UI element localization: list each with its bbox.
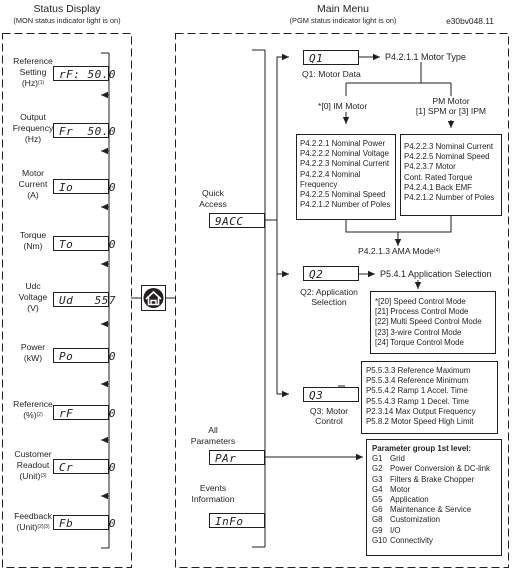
status-display-reference-setting[interactable]: rF: 50.0 <box>53 66 115 81</box>
pm-motor-box: P4.2.2.3 Nominal Current P4.2.2.5 Nomina… <box>400 134 502 216</box>
q2-application-param: P5.4.1 Application Selection <box>380 269 492 279</box>
status-display-output-frequency[interactable]: Fr 50.0 <box>53 123 115 138</box>
pm-to-ama <box>398 216 452 233</box>
figure-id: e30bv048.11 <box>446 16 494 26</box>
quick-access-display[interactable]: 9ACC <box>209 213 265 228</box>
status-chain-line <box>101 52 110 549</box>
main-menu-panel <box>175 33 509 568</box>
ama-mode: P4.2.1.3 AMA Mode(4) <box>358 246 441 256</box>
im-motor-title: *[0] IM Motor <box>318 101 368 111</box>
q3-param: P5.5.3.4 Reference Minimum <box>366 376 469 386</box>
pm-item: P4.2.1.2 Number of Poles <box>404 193 495 203</box>
status-display-feedback[interactable]: Fb 0 <box>53 515 115 530</box>
qa-branch-line <box>276 56 288 395</box>
q3-param: P5.5.3.3 Reference Maximum <box>366 366 471 375</box>
q1-motor-type-param: P4.2.1.1 Motor Type <box>385 52 466 62</box>
im-item: P4.2.1.2 Number of Poles <box>300 200 391 210</box>
q2-options-box: *[20] Speed Control Mode [21] Process Co… <box>370 291 496 354</box>
q3-param: P5.5.4.3 Ramp 1 Decel. Time <box>366 396 470 406</box>
im-to-ama <box>345 220 402 246</box>
pm-item: P4.2.3.7 Motor Cont. Rated Torque <box>404 162 473 182</box>
status-label-feedback: Feedback(Unit)(2)(3) <box>14 511 52 532</box>
q3-param: P5.5.4.2 Ramp 1 Accel. Time <box>366 386 468 396</box>
q2-option: [22] Multi Speed Control Mode <box>375 317 482 327</box>
main-menu-subtitle: (PGM status indicator light is on) <box>289 16 397 25</box>
pm-item: P4.2.2.5 Nominal Speed <box>404 152 490 162</box>
status-display-udc-voltage[interactable]: Ud 557 <box>53 292 115 307</box>
main-menu-title: Main Menu <box>317 3 369 15</box>
q2-option: *[20] Speed Control Mode <box>375 297 466 306</box>
q2-option: [23] 3-wire Control Mode <box>375 327 462 337</box>
status-display-motor-current[interactable]: Io 0 <box>53 179 115 194</box>
q1-display[interactable]: Q1 <box>303 50 359 65</box>
im-item: P4.2.2.5 Nominal Speed <box>300 190 386 200</box>
q3-display[interactable]: Q3 <box>303 387 359 402</box>
status-display-customer-readout[interactable]: Cr 0 <box>53 459 115 474</box>
q2-option: [21] Process Control Mode <box>375 307 469 317</box>
im-item: P4.2.2.3 Nominal Current <box>300 159 390 169</box>
q2-display[interactable]: Q2 <box>303 266 359 281</box>
im-item: P4.2.2.1 Nominal Power <box>300 139 386 148</box>
status-label-reference-percent: Reference(%)(2) <box>13 399 53 420</box>
im-item: P4.2.2.2 Nominal Voltage <box>300 149 390 159</box>
im-item: P4.2.2.4 Nominal Frequency <box>300 169 361 189</box>
home-icon[interactable] <box>141 285 166 311</box>
status-display-power[interactable]: Po 0 <box>53 348 115 363</box>
q2-option: [24] Torque Control Mode <box>375 337 464 347</box>
q3-param: P2.3.14 Max Output Frequency <box>366 406 476 416</box>
status-display-torque[interactable]: To 0 <box>53 236 115 251</box>
status-display-panel <box>2 33 132 568</box>
parameter-groups-title: Parameter group 1st level: <box>372 444 472 453</box>
menu-chain-line <box>252 49 266 548</box>
q3-params-box: P5.5.3.3 Reference Maximum P5.5.3.4 Refe… <box>361 361 498 434</box>
q3-param: P5.8.2 Motor Speed High Limit <box>366 417 474 427</box>
pm-item: P4.2.2.3 Nominal Current <box>404 142 494 151</box>
status-label-torque: Torque(Nm) <box>19 230 47 251</box>
q1-label: Q1: Motor Data <box>302 69 361 79</box>
all-parameters-display[interactable]: PAr <box>209 450 265 465</box>
status-label-power: Power(kW) <box>20 342 46 363</box>
pm-motor-title: PM Motor[1] SPM or [3] IPM <box>415 96 487 116</box>
im-motor-box: P4.2.2.1 Nominal Power P4.2.2.2 Nominal … <box>296 134 396 220</box>
motor-split <box>345 62 452 96</box>
pm-item: P4.2.4.1 Back EMF <box>404 182 472 192</box>
status-display-reference-percent[interactable]: rF 0 <box>53 405 115 420</box>
status-display-title: Status Display <box>33 3 101 15</box>
events-information-display[interactable]: InFo <box>209 513 265 528</box>
status-display-subtitle: (MON status indicator light is on) <box>13 16 121 25</box>
